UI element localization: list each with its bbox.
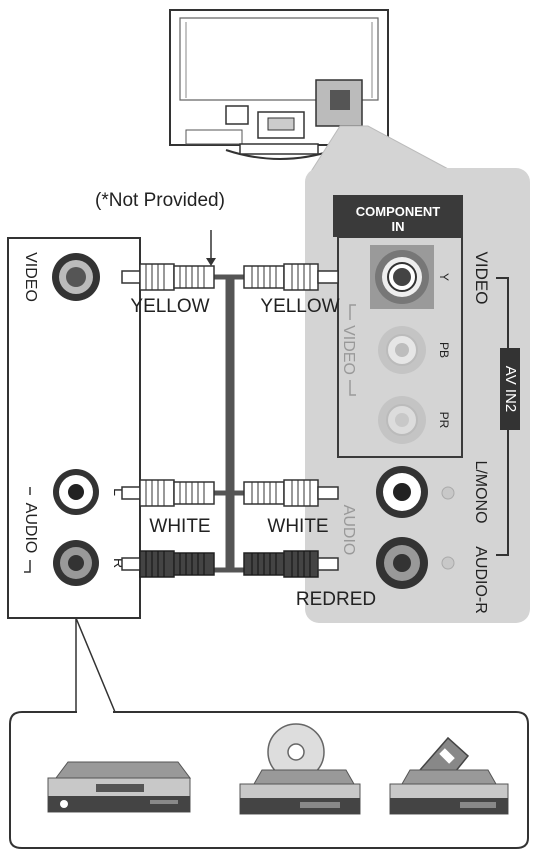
cable-bundle [214, 274, 244, 573]
y-label: Y [437, 273, 451, 281]
plug-yellow-right [243, 263, 339, 291]
plug-red-left [121, 550, 215, 578]
white-left-label: WHITE [149, 516, 210, 537]
pb-label: PB [437, 342, 451, 358]
plug-white-left [121, 479, 215, 507]
dvd-player-icon [239, 723, 361, 815]
tv-jack-audio-l [376, 466, 428, 518]
av-in2-badge [500, 348, 520, 430]
tv-video-label: VIDEO [472, 252, 491, 305]
source-r-label: R [111, 558, 127, 568]
plug-yellow-left [121, 263, 215, 291]
not-provided-note: (*Not Provided) [95, 190, 225, 211]
audio-r-label: AUDIO-R [472, 546, 489, 614]
lmono-label: L/MONO [472, 460, 489, 523]
pr-label: PR [437, 412, 451, 429]
tv-jack-pr [378, 396, 426, 444]
plug-white-right [243, 479, 339, 507]
tv-jack-audio-r [376, 537, 428, 589]
component-header-line1: COMPONENT [356, 204, 441, 219]
yellow-right-label: YELLOW [260, 296, 339, 317]
tv-inner-audio-label: AUDIO [340, 505, 357, 556]
screw-icon [441, 556, 455, 570]
source-l-label: L [111, 488, 127, 496]
vcr-icon [389, 736, 509, 815]
source-jack-audio-l [53, 469, 99, 515]
tv-inner-video-label: VIDEO [340, 325, 357, 375]
source-audio-label: AUDIO [22, 503, 39, 554]
white-right-label: WHITE [267, 516, 328, 537]
plug-red-right [243, 550, 339, 578]
source-jack-audio-r [53, 540, 99, 586]
screw-icon [441, 486, 455, 500]
dvd-recorder-icon [47, 761, 191, 813]
source-video-label: VIDEO [22, 252, 39, 302]
tv-back-illustration [169, 9, 389, 160]
red-label: REDRED [296, 589, 376, 610]
tv-jack-pb [378, 326, 426, 374]
yellow-left-label: YELLOW [130, 296, 209, 317]
source-jack-video [52, 253, 100, 301]
av-in2-label: AV IN2 [502, 366, 519, 412]
tv-jack-y [375, 250, 429, 304]
component-header-line2: IN [392, 219, 405, 234]
